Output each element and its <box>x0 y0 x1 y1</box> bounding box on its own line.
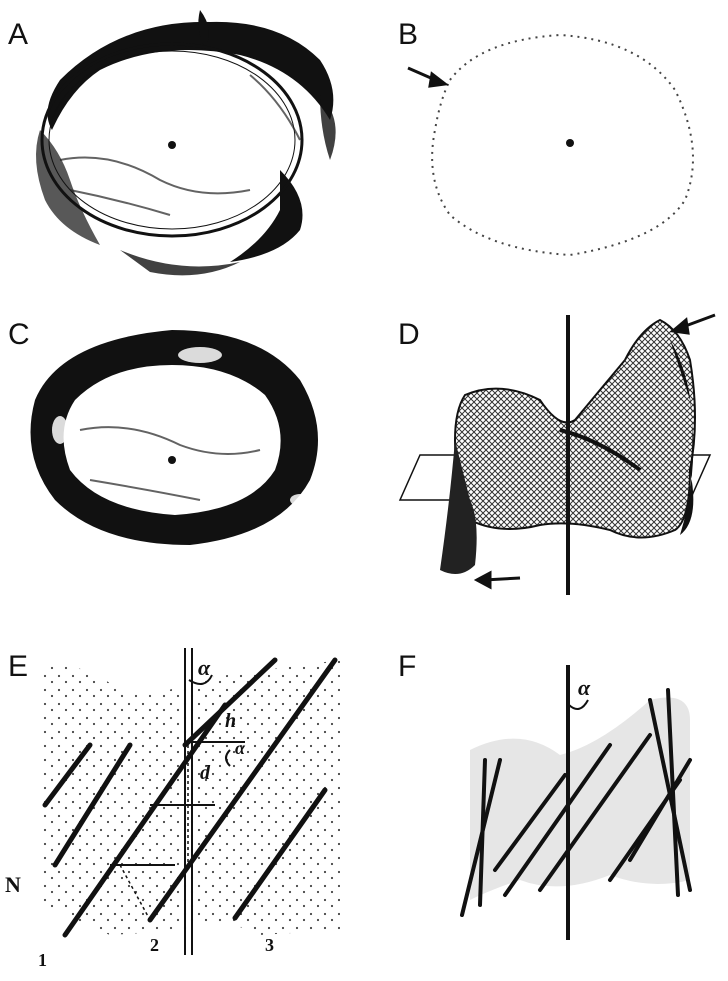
alpha-angle-label-f: α <box>578 675 590 701</box>
